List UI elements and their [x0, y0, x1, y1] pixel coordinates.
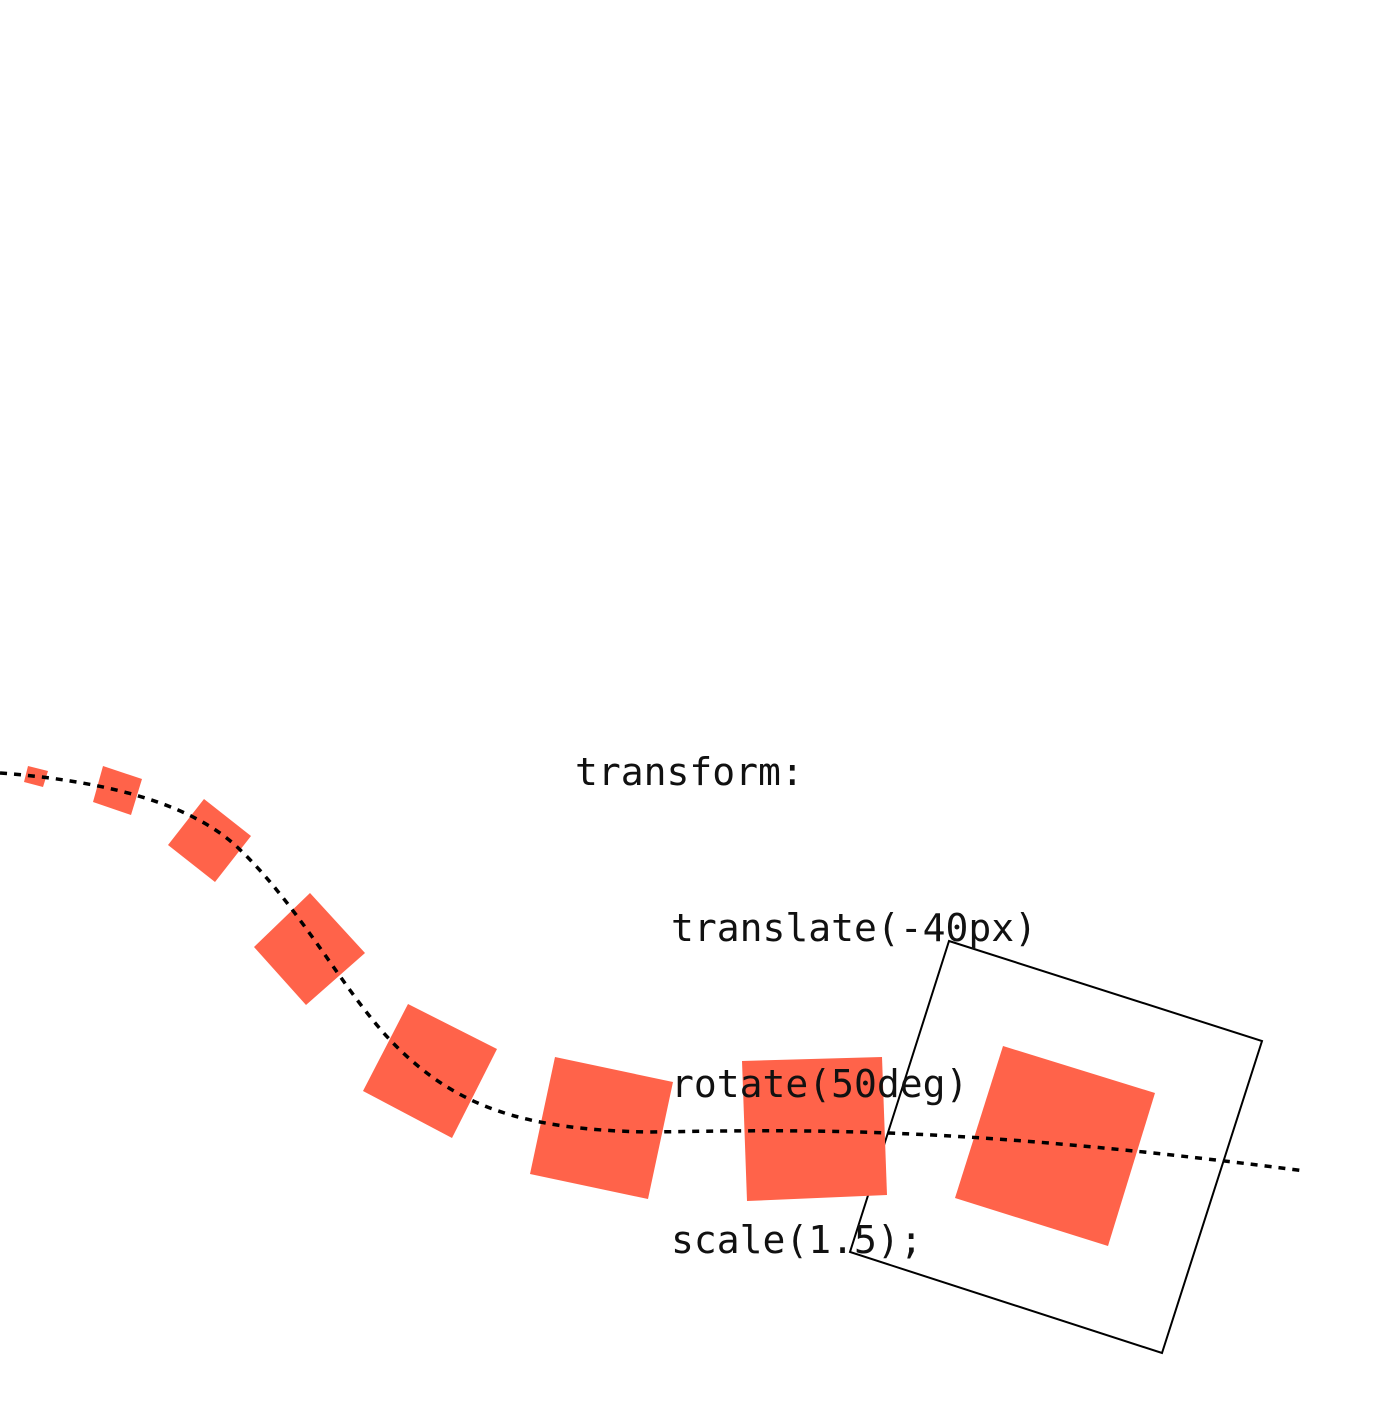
square-step-7 [742, 1057, 887, 1201]
square-step-5 [363, 1004, 497, 1138]
square-step-4 [254, 893, 365, 1005]
square-step-8 [955, 1046, 1155, 1246]
motion-path [0, 771, 1306, 1173]
code-translate: translate(-40px) [671, 906, 1038, 950]
css-code-snippet: transform: translate(-40px) rotate(50deg… [575, 642, 1037, 1370]
code-scale: scale(1.5); [671, 1218, 923, 1262]
code-rotate: rotate(50deg) [671, 1062, 969, 1106]
code-property: transform: [575, 750, 804, 794]
square-step-3 [168, 799, 251, 882]
square-step-6 [530, 1057, 673, 1199]
animation-frames [24, 766, 1155, 1246]
square-step-1 [24, 766, 48, 787]
